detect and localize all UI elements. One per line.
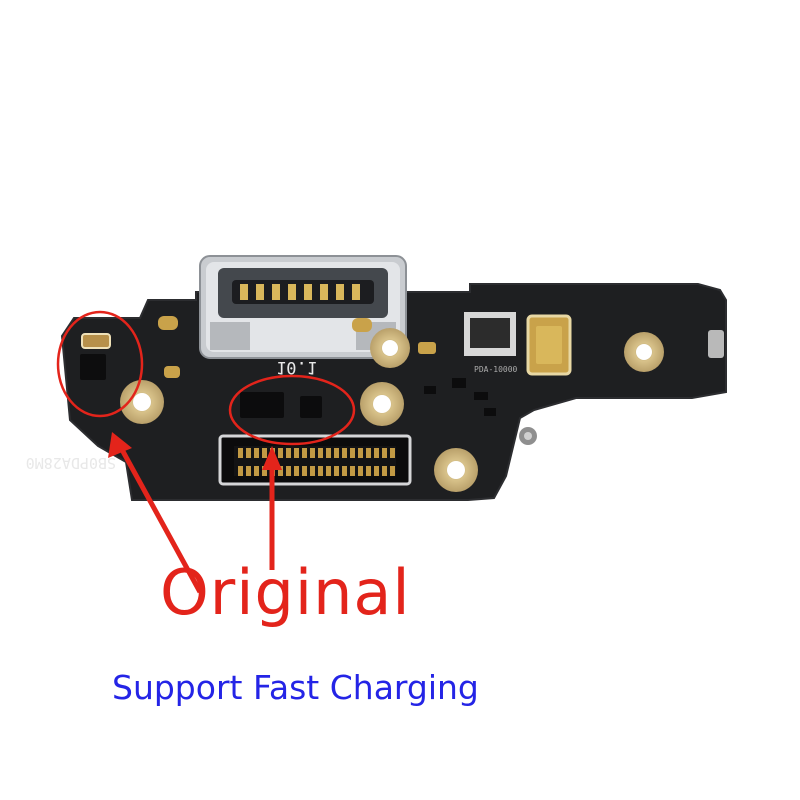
- connector-pin: [350, 448, 355, 458]
- connector-pin: [342, 448, 347, 458]
- connector-pin: [358, 466, 363, 476]
- microphone: [526, 314, 572, 376]
- connector-pin: [310, 466, 315, 476]
- caption-fast-charging: Support Fast Charging: [112, 668, 479, 707]
- connector-pin: [374, 448, 379, 458]
- connector-pin: [286, 448, 291, 458]
- connector-pin: [326, 448, 331, 458]
- center-chips: [240, 378, 496, 418]
- usb-c-port: [199, 255, 407, 359]
- label-tag: PDA-10000: [474, 365, 518, 374]
- connector-pin: [302, 448, 307, 458]
- right-pad: [708, 330, 724, 358]
- mounting-holes: [120, 328, 664, 492]
- silk-rev: 10.1: [276, 357, 317, 377]
- connector-pin: [246, 448, 251, 458]
- connector-pin: [254, 448, 259, 458]
- usb-c-pins: [240, 284, 360, 300]
- connector-pin: [318, 448, 323, 458]
- connector-pin: [262, 466, 267, 476]
- connector-pin: [382, 448, 387, 458]
- connector-pin: [294, 448, 299, 458]
- connector-pin: [302, 466, 307, 476]
- connector-pin: [318, 466, 323, 476]
- connector-pin: [238, 466, 243, 476]
- connector-pin: [334, 448, 339, 458]
- connector-pin: [374, 466, 379, 476]
- connector-pin: [246, 466, 251, 476]
- connector-pin: [238, 448, 243, 458]
- connector-pin: [390, 448, 395, 458]
- connector-pin: [382, 466, 387, 476]
- silk-code: SB0PDA28M0: [26, 454, 116, 472]
- solder-pads: [158, 316, 372, 378]
- connector-pin: [350, 466, 355, 476]
- annotation-circle-center: [228, 374, 356, 446]
- arrow-head: [262, 446, 282, 470]
- arrow-head: [108, 432, 132, 458]
- annotation-circle-left: [56, 310, 144, 418]
- board-to-board-connector: [218, 434, 412, 486]
- connector-pin: [278, 466, 283, 476]
- connector-pin: [358, 448, 363, 458]
- data-matrix-label: [464, 312, 516, 356]
- right-pad: [418, 342, 436, 354]
- connector-pin: [294, 466, 299, 476]
- connector-pin: [366, 448, 371, 458]
- headline-original: Original: [160, 556, 411, 629]
- connector-pin: [326, 466, 331, 476]
- connector-pin: [286, 466, 291, 476]
- annotation-arrows: [117, 444, 275, 594]
- left-components: [80, 333, 111, 380]
- connector-pin: [254, 466, 259, 476]
- connector-pin: [278, 448, 283, 458]
- connector-pin: [262, 448, 267, 458]
- connector-pin: [310, 448, 315, 458]
- connector-pin: [334, 466, 339, 476]
- connector-pin: [366, 466, 371, 476]
- connector-pin: [390, 466, 395, 476]
- connector-pin: [342, 466, 347, 476]
